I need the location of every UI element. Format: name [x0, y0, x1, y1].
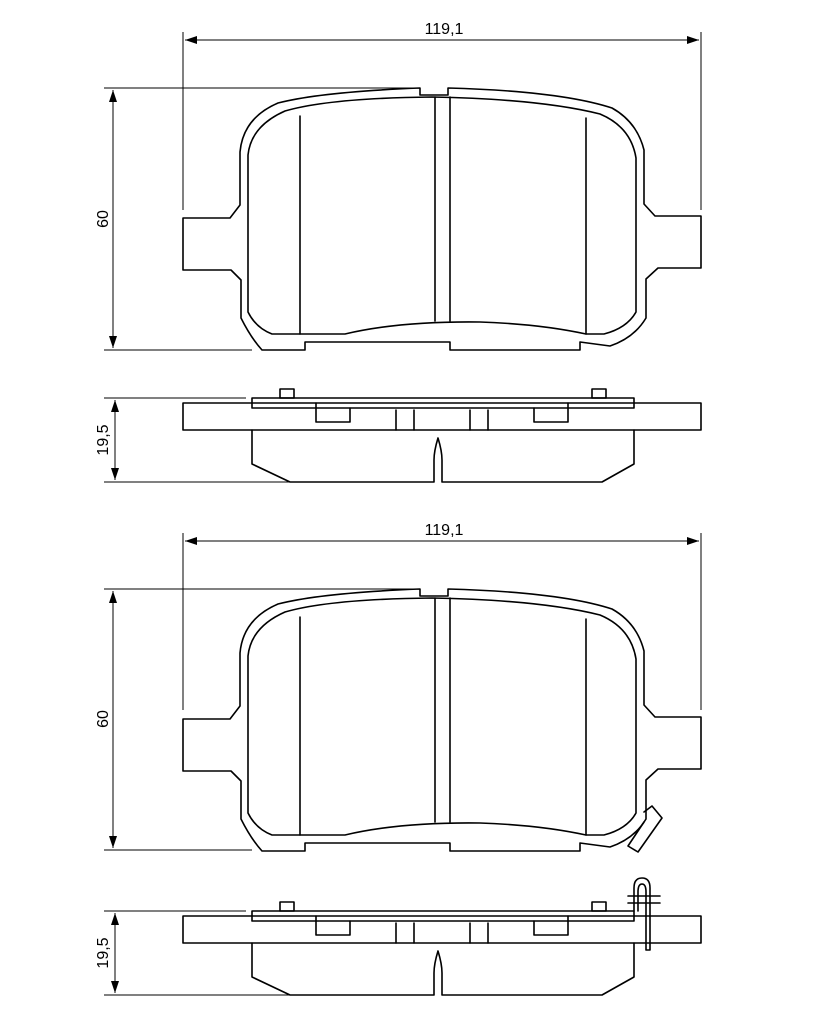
bottom-front-view	[182, 588, 702, 853]
top-thickness-dimension: 19,5	[95, 397, 300, 483]
top-thickness-label: 19,5	[95, 424, 112, 455]
wear-indicator-side	[633, 877, 651, 951]
top-width-label: 119,1	[425, 21, 464, 38]
top-height-dimension: 60	[95, 87, 418, 351]
top-pad: 119,1 60 19,5	[95, 21, 702, 483]
bottom-side-view	[182, 877, 702, 996]
bottom-pad: 119,1 60 19,5	[95, 522, 702, 996]
bottom-height-dimension: 60	[95, 588, 418, 851]
top-front-view	[182, 87, 702, 351]
bottom-width-label: 119,1	[425, 522, 464, 539]
top-height-label: 60	[95, 210, 112, 228]
bottom-thickness-label: 19,5	[95, 937, 112, 968]
top-side-view	[182, 388, 702, 483]
wear-indicator	[627, 805, 663, 853]
bottom-width-dimension: 119,1	[182, 522, 702, 710]
top-width-dimension: 119,1	[182, 21, 702, 210]
bottom-thickness-dimension: 19,5	[95, 910, 300, 996]
bottom-height-label: 60	[95, 710, 112, 728]
